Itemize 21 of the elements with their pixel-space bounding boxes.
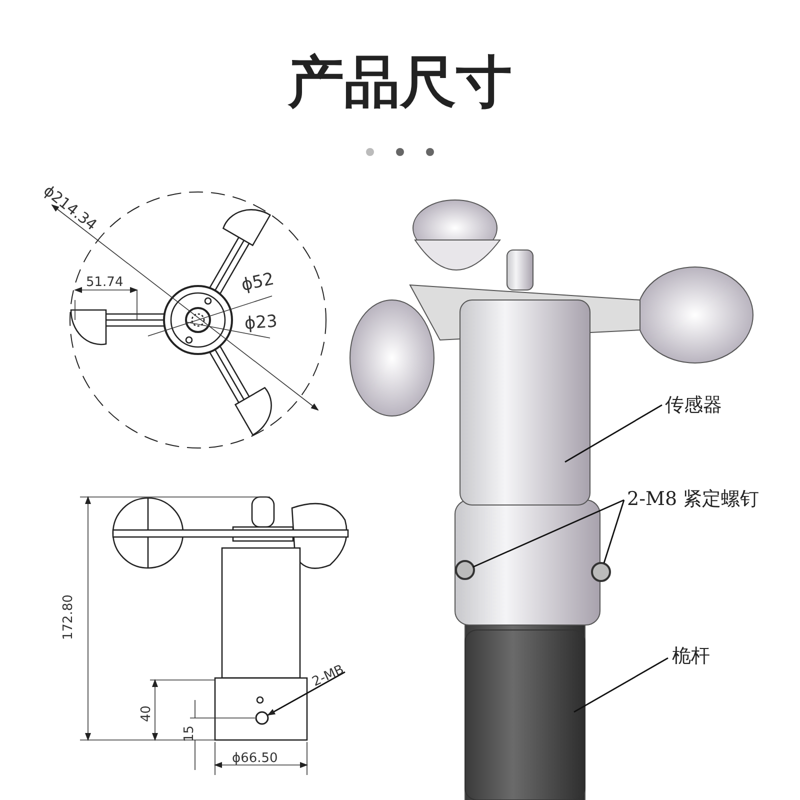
dimension-label: 172.80	[62, 594, 75, 640]
dimension-label: 51.74	[86, 276, 124, 289]
leader-line	[574, 657, 668, 713]
mast-pole	[464, 630, 586, 800]
dimension-label: ϕ23	[244, 314, 278, 333]
dimension-label: ϕ52	[240, 271, 276, 295]
sensor-body	[460, 300, 590, 506]
leader-line	[472, 499, 624, 568]
title: 产品尺寸	[286, 49, 513, 117]
dimension-label: ϕ66.50	[232, 752, 278, 765]
callout-label: 2-M8 紧定螺钉	[627, 490, 760, 509]
dimension-label: 2-MB	[310, 663, 346, 689]
callout-label: 传感器	[665, 396, 722, 415]
leader-line	[564, 404, 662, 463]
set-screw	[591, 562, 611, 582]
leader-arrow	[267, 671, 346, 716]
screw-hole	[255, 711, 269, 725]
callout-label: 桅杆	[672, 647, 710, 666]
dimension-label: 40	[140, 705, 153, 722]
dimension-label: 15	[183, 725, 196, 742]
leader-line	[603, 500, 625, 564]
